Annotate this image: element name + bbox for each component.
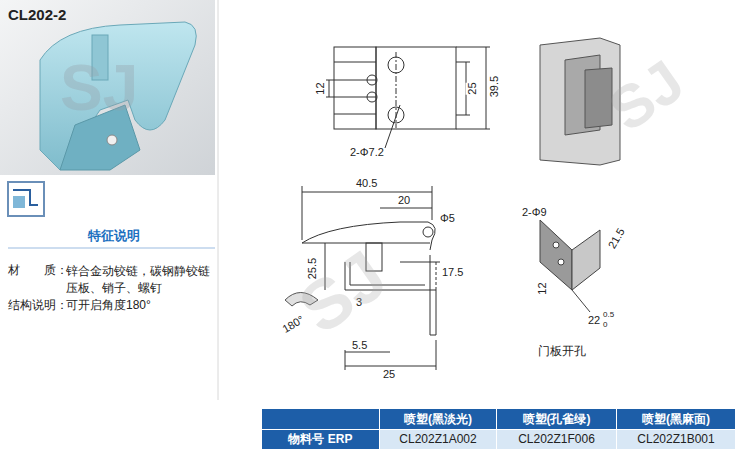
dimension: 12 (536, 282, 549, 294)
watermark: SJ (60, 50, 138, 127)
spec-key: 材 质： (8, 263, 68, 277)
table-cell: CL202Z1A002 (380, 430, 496, 449)
dimension: 22 (588, 314, 600, 327)
dimension: 25 (466, 82, 479, 94)
spec-value: 锌合金动铰链，碳钢静铰链压板、销子、螺钉 (66, 263, 214, 297)
angle-label: 180° (280, 313, 306, 336)
table-corner (262, 409, 379, 429)
dimension: 17.5 (442, 266, 463, 279)
dimension: Φ5 (440, 212, 455, 225)
table-header: 喷塑(黑麻面) (617, 409, 735, 429)
dimension: 2-Φ7.2 (350, 146, 384, 159)
table-header: 喷塑(孔雀绿) (497, 409, 616, 429)
tolerance: 0.5 (603, 310, 614, 320)
dimension: 20 (398, 194, 410, 207)
caption-label: 门板开孔 (538, 344, 586, 358)
dimension: 5.5 (352, 339, 367, 352)
dimension: 25 (383, 368, 395, 381)
table-cell: CL202Z1F006 (497, 430, 616, 449)
dimension: 21.5 (606, 226, 628, 251)
spec-value: 可开启角度180° (66, 298, 151, 312)
table-header: 喷塑(黑淡光) (380, 409, 496, 429)
tolerance: 0 (603, 320, 607, 330)
dimension: 12 (314, 82, 327, 94)
product-title: CL202-2 (8, 6, 66, 24)
dimension: 39.5 (488, 76, 501, 97)
watermark: SJ (284, 233, 402, 351)
dimension: 40.5 (356, 177, 377, 190)
section-heading: 特征说明 (88, 228, 140, 244)
table-cell: CL202Z1B001 (617, 430, 735, 449)
table-row-header: 物料号 ERP (262, 430, 379, 449)
dimension: 2-Φ9 (522, 206, 547, 219)
spec-key: 结构说明： (8, 298, 68, 312)
